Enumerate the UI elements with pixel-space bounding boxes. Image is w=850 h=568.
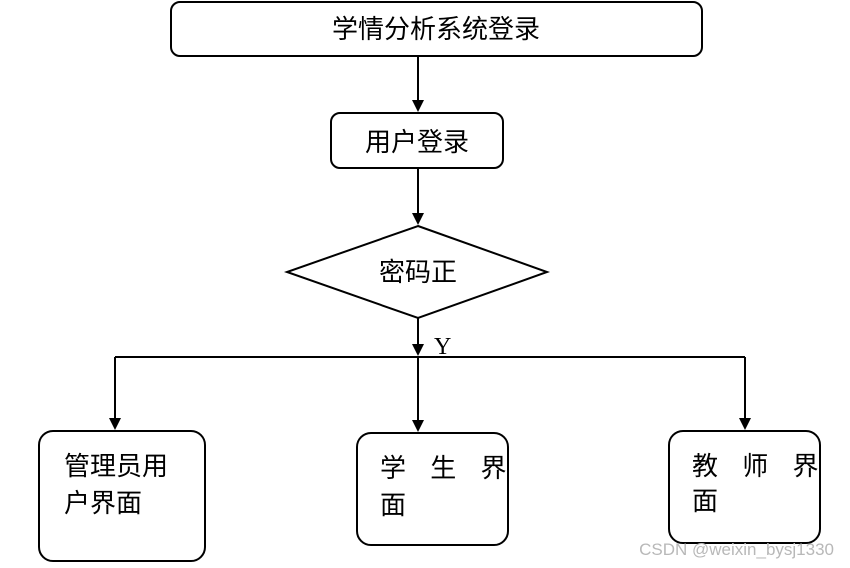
yes-label: Y xyxy=(434,334,451,360)
watermark: CSDN @weixin_bysj1330 xyxy=(639,540,834,559)
student-node-label-line2: 面 xyxy=(380,491,406,521)
title-node-label: 学情分析系统登录 xyxy=(332,15,540,45)
decision-node-label: 密码正 xyxy=(379,258,457,288)
student-node: 学 生 界 面 xyxy=(356,432,515,546)
admin-node-label-line2: 户界面 xyxy=(64,489,142,519)
teacher-node-label-line2: 面 xyxy=(692,487,718,517)
login-node-label: 用户登录 xyxy=(365,128,469,158)
login-node: 用户登录 xyxy=(330,112,504,169)
teacher-node-label-line1: 教 师 界 xyxy=(692,452,827,482)
title-node: 学情分析系统登录 xyxy=(170,1,703,57)
decision-node: 密码正 xyxy=(283,224,550,320)
admin-node: 管理员用 户界面 xyxy=(38,430,206,562)
teacher-node: 教 师 界 面 xyxy=(668,430,827,544)
student-node-label-line1: 学 生 界 xyxy=(380,454,515,484)
admin-node-label-line1: 管理员用 xyxy=(64,452,168,482)
